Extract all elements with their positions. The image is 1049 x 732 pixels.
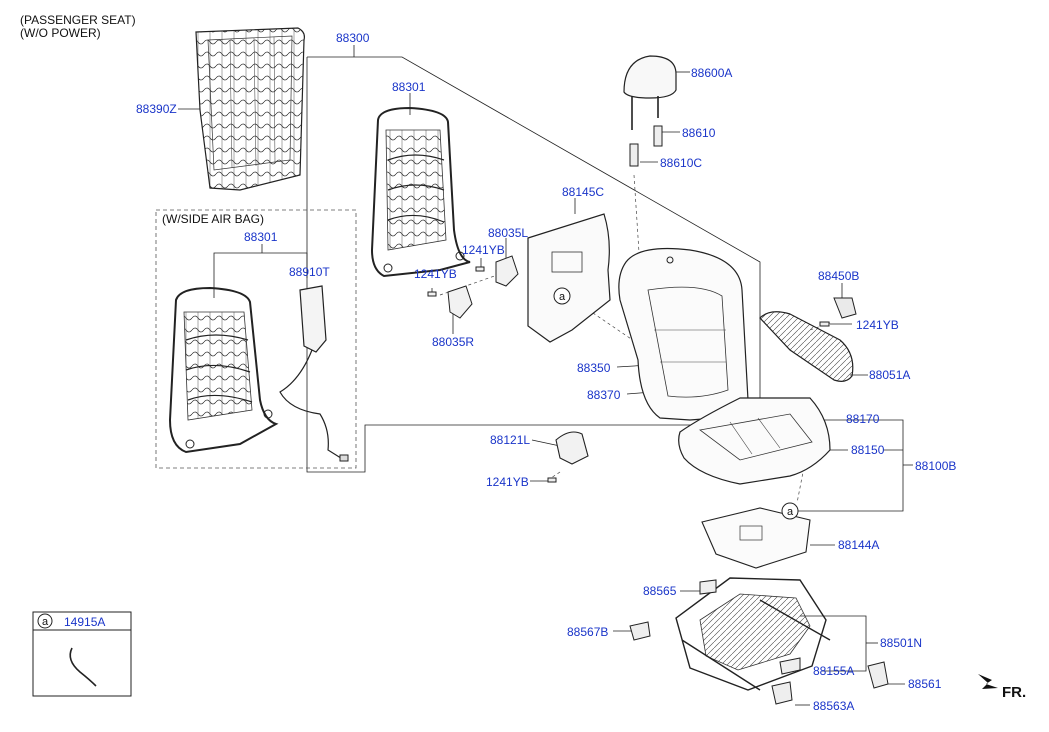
seatback-frame-shape <box>370 106 471 278</box>
part-88170[interactable]: 88170 <box>846 412 880 426</box>
part-88051A[interactable]: 88051A <box>869 368 911 382</box>
front-direction-arrow <box>978 674 998 689</box>
front-direction-label: FR. <box>1002 684 1027 701</box>
part-88100B[interactable]: 88100B <box>915 459 957 473</box>
legend-part-label[interactable]: 14915A <box>64 615 106 629</box>
part-88155A[interactable]: 88155A <box>813 664 855 678</box>
part-88035R[interactable]: 88035R <box>432 335 475 349</box>
part-88910T[interactable]: 88910T <box>289 265 330 279</box>
side-cover-shape <box>547 431 589 483</box>
note-side-air-bag: (W/SIDE AIR BAG) <box>162 212 265 226</box>
part-88300[interactable]: 88300 <box>336 31 370 45</box>
callout-a-2: a <box>787 506 794 518</box>
airbag-option-box <box>155 209 357 469</box>
part-88121L[interactable]: 88121L <box>490 433 531 447</box>
part-88563A[interactable]: 88563A <box>813 699 855 713</box>
part-1241YB-cover-bolt[interactable]: 1241YB <box>486 475 529 489</box>
leader-lines <box>178 45 913 706</box>
back-cover-panel-shape: a <box>527 213 611 343</box>
part-1241YB-right-bolt[interactable]: 1241YB <box>462 243 505 257</box>
part-88565[interactable]: 88565 <box>643 584 677 598</box>
part-88450B[interactable]: 88450B <box>818 269 860 283</box>
part-88567B[interactable]: 88567B <box>567 625 609 639</box>
headrest-shape <box>623 55 677 167</box>
part-1241YB-left-bolt[interactable]: 1241YB <box>414 267 457 281</box>
part-88301-airbag[interactable]: 88301 <box>244 230 278 244</box>
seatback-panel-shape <box>195 27 305 191</box>
part-88145C[interactable]: 88145C <box>562 185 605 199</box>
legend-symbol: a <box>42 616 49 628</box>
part-88610[interactable]: 88610 <box>682 126 716 140</box>
part-88561[interactable]: 88561 <box>908 677 942 691</box>
side-airbag-shape <box>279 285 349 462</box>
callout-a-1: a <box>559 291 566 303</box>
bracket-shapes <box>427 255 519 319</box>
part-88610C[interactable]: 88610C <box>660 156 703 170</box>
part-1241YB-shield-bolt[interactable]: 1241YB <box>856 318 899 332</box>
seatback-cushion-shape <box>618 247 749 421</box>
part-88150[interactable]: 88150 <box>851 443 885 457</box>
legend-box: a <box>32 611 132 697</box>
part-88350[interactable]: 88350 <box>577 361 611 375</box>
note-passenger-seat: (PASSENGER SEAT) <box>20 13 136 27</box>
part-88501N[interactable]: 88501N <box>880 636 923 650</box>
part-88370[interactable]: 88370 <box>587 388 621 402</box>
part-88390Z[interactable]: 88390Z <box>136 102 177 116</box>
note-without-power: (W/O POWER) <box>20 26 101 40</box>
cushion-pad-shape: a <box>701 502 811 569</box>
seat-cushion-shape <box>678 397 831 485</box>
part-88144A[interactable]: 88144A <box>838 538 880 552</box>
part-88035L[interactable]: 88035L <box>488 226 529 240</box>
part-88600A[interactable]: 88600A <box>691 66 733 80</box>
seat-track-shape <box>629 577 889 705</box>
airbag-frame-shape <box>168 286 279 454</box>
side-shield-shape <box>759 297 857 382</box>
part-88301-standard[interactable]: 88301 <box>392 80 426 94</box>
